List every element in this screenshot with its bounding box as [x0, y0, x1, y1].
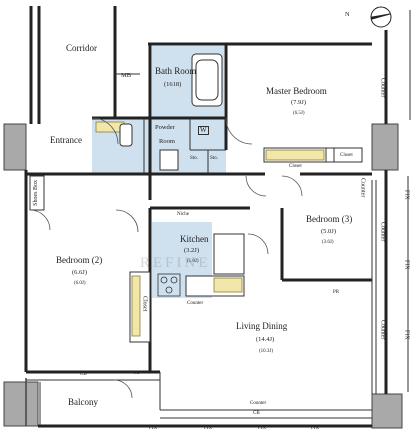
label-pr: PR	[333, 290, 340, 295]
walls	[24, 6, 388, 428]
room-label-master-bedroom: Master Bedroom	[266, 86, 327, 96]
label-niche: Niche	[177, 212, 189, 217]
room-label-bath-room: Bath Room	[155, 66, 197, 76]
column-left-upper	[3, 123, 27, 171]
room-size-kitchen-1: (3.2J)	[184, 247, 199, 254]
bathtub	[119, 53, 223, 171]
label-fix-1: FIX	[149, 426, 158, 431]
room-label-balcony: Balcony	[68, 397, 98, 407]
label-counter-right-1: Counter	[379, 78, 386, 98]
door-swings	[29, 117, 303, 399]
column-left-lower	[3, 381, 39, 427]
label-cb-1: CB	[80, 372, 87, 377]
label-counter-right-2: Counter	[379, 222, 386, 242]
label-fix-4: FIX	[311, 426, 320, 431]
column-right-upper	[371, 123, 399, 171]
label-storage-1: Sto.	[190, 156, 198, 161]
room-size-kitchen-2: (1.0J)	[187, 259, 199, 264]
columns	[3, 123, 403, 429]
room-label-mb: MB	[121, 72, 132, 79]
label-closet-master-1: Closet	[289, 164, 302, 169]
label-shoes-box: Shoes Box	[33, 180, 39, 206]
label-closet-bedroom2: Closet	[141, 296, 148, 312]
fixtures	[95, 121, 325, 337]
room-label-powder-2: Room	[159, 138, 175, 145]
partitions	[26, 10, 411, 426]
room-label-entrance: Entrance	[50, 135, 82, 145]
room-size-master-1: (7.9J)	[291, 99, 306, 106]
label-fix-right-1: FIX	[403, 190, 410, 200]
stovetop	[157, 273, 181, 297]
label-counter-kitchen: Counter	[187, 301, 204, 306]
room-label-kitchen: Kitchen	[180, 234, 209, 244]
north-arrow-icon	[370, 6, 392, 28]
label-storage-2: Sto.	[210, 156, 218, 161]
north-label: N	[345, 11, 350, 18]
room-size-bedroom2-2: (6.0J)	[74, 281, 86, 286]
label-counter-right-4: Counter	[359, 178, 366, 198]
room-size-master-2: (6.5J)	[293, 111, 305, 116]
room-size-living-2: (10.3J)	[259, 349, 274, 354]
label-counter-right-3: Counter	[379, 320, 386, 340]
room-size-bedroom3-1: (5.0J)	[321, 228, 336, 235]
room-label-corridor: Corridor	[66, 43, 97, 53]
label-fix-3: FIX	[258, 426, 267, 431]
column-right-lower	[371, 393, 403, 429]
watermark: REFINE	[140, 255, 211, 271]
label-closet-master-2: Closet	[340, 153, 353, 158]
room-size-living-1: (14.4J)	[256, 336, 275, 343]
label-ps: PS	[134, 371, 140, 376]
room-label-bedroom-2: Bedroom (2)	[56, 255, 103, 265]
label-fix-right-2: FIX	[403, 260, 410, 270]
room-size-bedroom2-1: (6.6J)	[72, 269, 87, 276]
room-label-bedroom-3: Bedroom (3)	[306, 214, 353, 224]
label-washer: W	[198, 126, 209, 136]
label-cb-bottom: CB	[253, 411, 260, 416]
room-size-bedroom3-2: (3.6J)	[322, 240, 334, 245]
room-label-living-dining: Living Dining	[236, 321, 288, 331]
room-label-powder-1: Powder	[155, 124, 175, 131]
label-counter-bottom: Counter	[250, 401, 267, 406]
room-size-bath: (1618)	[164, 81, 182, 88]
label-fix-2: FIX	[204, 426, 213, 431]
label-fix-right-3: FIX	[403, 330, 410, 340]
